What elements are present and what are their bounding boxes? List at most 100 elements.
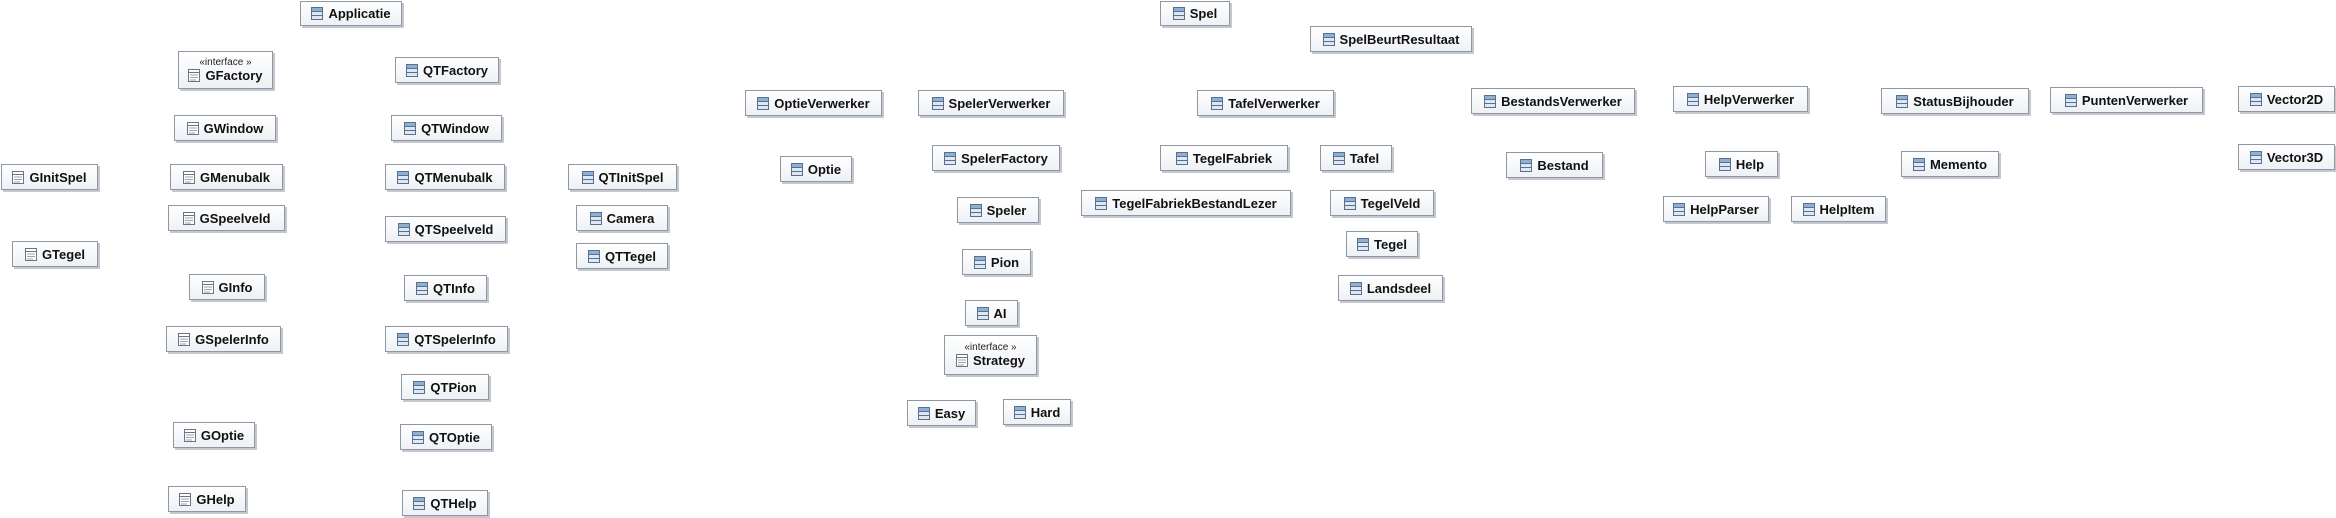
class-node-speler-verwerker[interactable]: SpelerVerwerker [918,90,1064,116]
class-node-qt-tegel[interactable]: QTTegel [576,243,668,269]
class-icon [311,7,324,20]
class-node-camera[interactable]: Camera [576,205,668,231]
node-label: GHelp [196,491,235,507]
class-node-vector2-d[interactable]: Vector2D [2238,86,2335,112]
node-label: OptieVerwerker [774,95,870,111]
node-label: GWindow [203,120,264,136]
class-node-qt-help[interactable]: QTHelp [402,490,488,516]
class-node-tegel-veld[interactable]: TegelVeld [1330,190,1434,216]
class-node-qt-factory[interactable]: QTFactory [395,57,499,83]
node-label: SpelerVerwerker [948,95,1051,111]
class-node-qt-speelveld[interactable]: QTSpeelveld [385,216,506,242]
node-label: Tafel [1349,150,1380,166]
class-node-hard[interactable]: Hard [1003,399,1071,425]
node-label: QTInitSpel [598,169,664,185]
class-icon [413,496,426,510]
node-label: GInitSpel [29,169,87,185]
node-label: StatusBijhouder [1913,93,2014,109]
class-node-speler-factory[interactable]: SpelerFactory [932,145,1060,171]
node-label: QTHelp [430,495,477,511]
class-node-help[interactable]: Help [1705,151,1778,177]
node-label: Help [1735,156,1765,172]
node-label: BestandsVerwerker [1501,93,1622,109]
interface-icon [955,353,968,367]
class-node-help-parser[interactable]: HelpParser [1663,196,1769,222]
class-node-memento[interactable]: Memento [1901,151,1999,177]
class-node-tegel-fabriek-bestand-lezer[interactable]: TegelFabriekBestandLezer [1081,190,1291,216]
class-node-bestands-verwerker[interactable]: BestandsVerwerker [1471,88,1635,114]
class-icon [1172,7,1185,20]
class-node-qt-window[interactable]: QTWindow [391,115,502,141]
class-node-tegel[interactable]: Tegel [1346,231,1418,257]
class-node-bestand[interactable]: Bestand [1506,152,1603,178]
class-node-qt-info[interactable]: QTInfo [404,275,487,301]
class-node-punten-verwerker[interactable]: PuntenVerwerker [2050,87,2203,113]
class-icon [757,96,770,110]
node-label: Landsdeel [1366,280,1432,296]
interface-node-g-optie[interactable]: GOptie [173,422,255,448]
node-label: TegelVeld [1360,195,1421,211]
node-label: Speler [986,202,1027,218]
stereotype-label: «interface » [199,56,252,68]
class-icon [1013,405,1026,419]
node-label: Memento [1929,156,1988,172]
class-node-easy[interactable]: Easy [907,400,976,426]
class-icon [2249,150,2262,164]
node-label: QTSpeelveld [414,221,494,237]
class-node-optie[interactable]: Optie [780,156,852,182]
class-icon [1332,151,1345,165]
node-label: HelpVerwerker [1703,91,1795,107]
class-node-vector3-d[interactable]: Vector3D [2238,144,2335,170]
class-icon [1718,157,1731,171]
interface-node-g-factory[interactable]: «interface »GFactory [178,51,273,89]
class-node-qt-menubalk[interactable]: QTMenubalk [385,164,505,190]
class-icon [413,380,426,394]
interface-node-g-window[interactable]: GWindow [174,115,276,141]
node-label: HelpParser [1690,201,1759,217]
class-node-status-bijhouder[interactable]: StatusBijhouder [1881,88,2029,114]
class-icon [790,162,803,176]
class-node-help-item[interactable]: HelpItem [1791,196,1886,222]
node-label: QTTegel [604,248,657,264]
interface-icon [179,492,192,506]
class-node-optie-verwerker[interactable]: OptieVerwerker [745,90,882,116]
interface-icon [178,332,191,346]
class-icon [1349,281,1362,295]
class-icon [1896,94,1909,108]
class-icon [1802,202,1815,216]
node-label: GSpelerInfo [195,331,269,347]
interface-node-g-tegel[interactable]: GTegel [12,241,98,267]
interface-node-g-menubalk[interactable]: GMenubalk [170,164,283,190]
class-node-help-verwerker[interactable]: HelpVerwerker [1673,86,1808,112]
class-node-pion[interactable]: Pion [962,249,1031,275]
interface-icon [201,280,214,294]
node-label: GMenubalk [199,169,271,185]
class-icon [944,151,957,165]
class-node-spel-beurt-resultaat[interactable]: SpelBeurtResultaat [1310,26,1472,52]
class-icon [589,211,602,225]
class-icon [2249,92,2262,106]
class-node-tafel-verwerker[interactable]: TafelVerwerker [1197,90,1334,116]
class-node-tafel[interactable]: Tafel [1320,145,1392,171]
class-node-applicatie[interactable]: Applicatie [300,1,402,26]
class-node-qt-speler-info[interactable]: QTSpelerInfo [385,326,508,352]
class-node-qt-optie[interactable]: QTOptie [400,424,492,450]
node-label: SpelerFactory [961,150,1048,166]
interface-node-g-speler-info[interactable]: GSpelerInfo [166,326,281,352]
class-node-qt-pion[interactable]: QTPion [401,374,489,400]
class-node-speler[interactable]: Speler [957,197,1039,223]
class-node-qt-init-spel[interactable]: QTInitSpel [568,164,677,190]
interface-node-g-speelveld[interactable]: GSpeelveld [168,205,285,231]
interface-node-g-info[interactable]: GInfo [189,274,265,300]
class-icon [976,306,989,320]
class-icon [1912,157,1925,171]
interface-node-strategy[interactable]: «interface »Strategy [944,335,1037,375]
class-node-ai[interactable]: AI [965,300,1018,326]
class-node-tegel-fabriek[interactable]: TegelFabriek [1160,145,1288,171]
class-icon [1357,237,1369,251]
class-node-landsdeel[interactable]: Landsdeel [1338,275,1443,301]
interface-node-g-init-spel[interactable]: GInitSpel [1,164,98,190]
node-label: Applicatie [328,6,391,21]
interface-node-g-help[interactable]: GHelp [168,486,246,512]
class-node-spel[interactable]: Spel [1160,1,1230,26]
